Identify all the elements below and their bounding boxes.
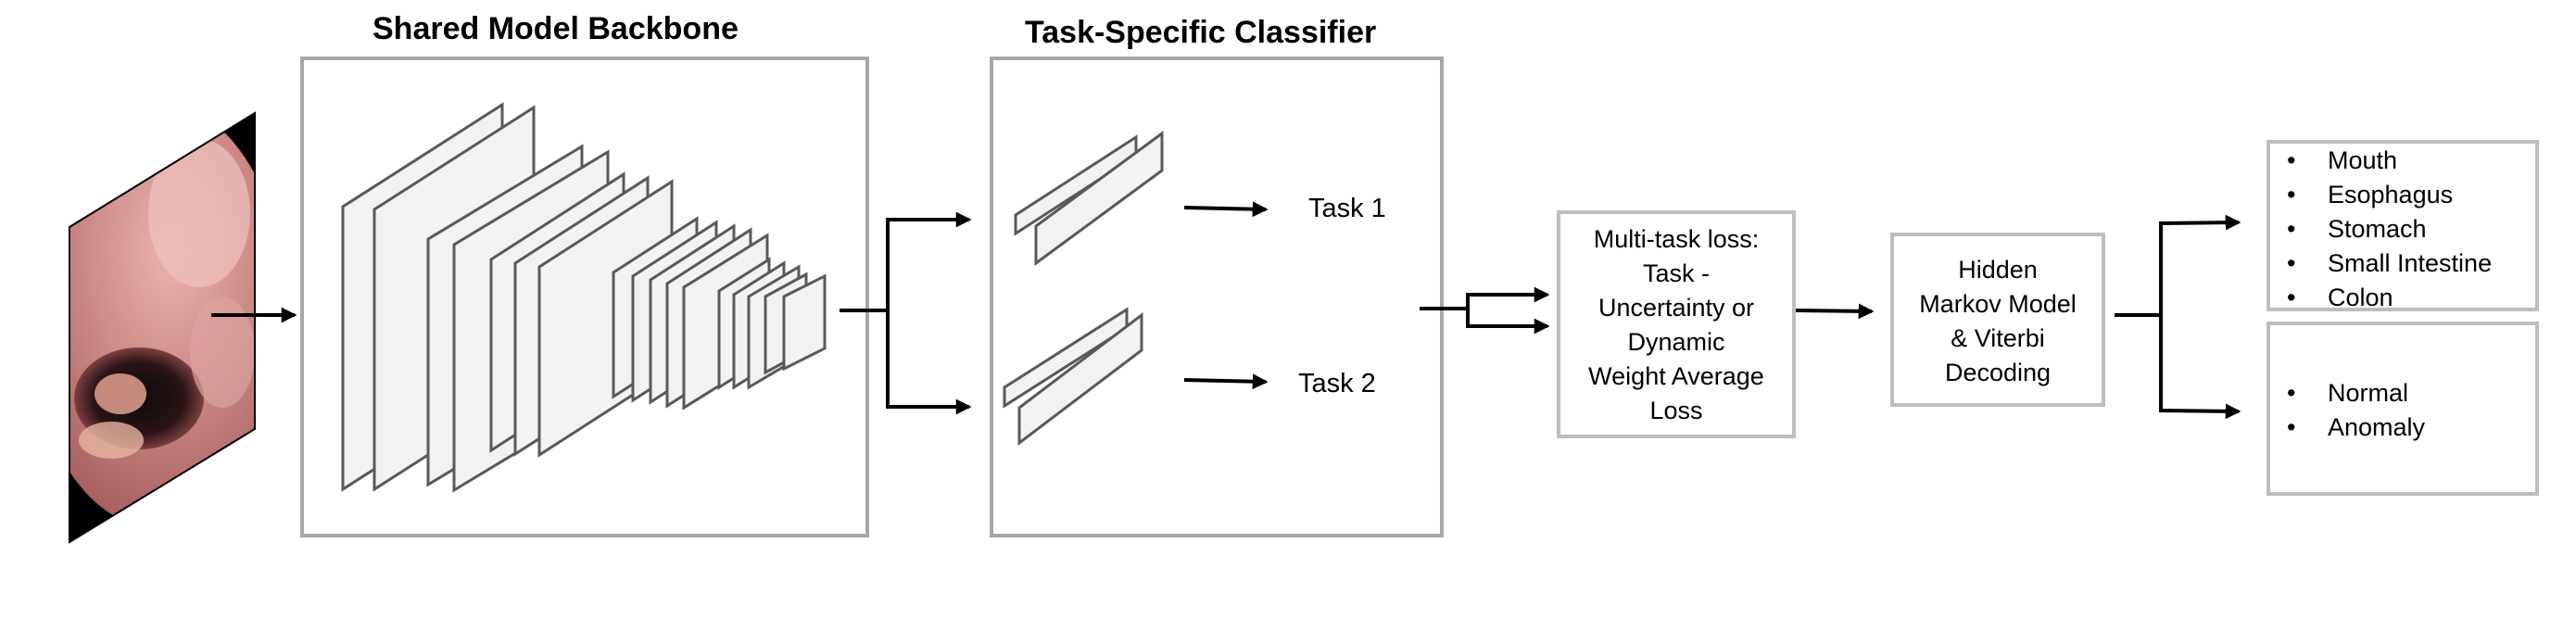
- arrow-branch-down: [886, 310, 972, 415]
- loss-line: Loss: [1649, 397, 1703, 424]
- anatomy-output-box: Mouth Esophagus Stomach Small Intestine …: [2267, 140, 2539, 315]
- multitask-loss-text: Multi-task loss: Task - Uncertainty or D…: [1560, 222, 1792, 428]
- arrow-to-anatomy: [2159, 214, 2241, 315]
- loss-line: Multi-task loss:: [1593, 225, 1760, 253]
- arrow-loss-bottom: [1466, 309, 1550, 335]
- anatomy-item: Esophagus: [2270, 178, 2492, 212]
- anatomy-list: Mouth Esophagus Stomach Small Intestine …: [2270, 144, 2492, 315]
- arrow-to-condition: [2159, 315, 2241, 420]
- arrow-task1: [1183, 201, 1269, 218]
- task2-label: Task 2: [1298, 369, 1376, 398]
- arrow-branch-up: [886, 211, 972, 310]
- hmm-line: Hidden: [1958, 256, 2038, 284]
- anatomy-item: Mouth: [2270, 144, 2492, 178]
- condition-item: Normal: [2270, 376, 2425, 411]
- classifier-frame: [990, 57, 1444, 537]
- condition-list: Normal Anomaly: [2270, 376, 2425, 445]
- hmm-line: Markov Model: [1919, 290, 2077, 318]
- input-endoscopy-image: [69, 111, 256, 544]
- backbone-layer: [782, 273, 827, 372]
- loss-line: Dynamic: [1627, 328, 1725, 356]
- classifier-layers: [1003, 131, 1164, 447]
- hmm-viterbi-box: Hidden Markov Model & Viterbi Decoding: [1890, 233, 2105, 407]
- anatomy-item: Small Intestine: [2270, 246, 2492, 281]
- loss-line: Task -: [1642, 259, 1710, 287]
- condition-output-box: Normal Anomaly: [2267, 322, 2539, 496]
- classifier-layer-task2: [1017, 311, 1143, 447]
- connectors: [211, 201, 2241, 420]
- hmm-viterbi-text: Hidden Markov Model & Viterbi Decoding: [1894, 253, 2102, 390]
- multitask-loss-box: Multi-task loss: Task - Uncertainty or D…: [1557, 210, 1796, 438]
- classifier-layer-task1: [1034, 131, 1164, 266]
- hmm-line: Decoding: [1944, 359, 2052, 386]
- backbone-title: Shared Model Backbone: [373, 11, 739, 46]
- arrow-loss-top: [1466, 286, 1550, 309]
- condition-item: Anomaly: [2270, 411, 2425, 445]
- anatomy-item: Colon: [2270, 281, 2492, 315]
- hmm-line: & Viterbi: [1951, 324, 2045, 352]
- backbone-layers: [341, 102, 827, 493]
- task1-label: Task 1: [1308, 194, 1386, 223]
- arrow-task2: [1183, 373, 1269, 390]
- loss-line: Weight Average: [1588, 362, 1764, 390]
- anatomy-item: Stomach: [2270, 212, 2492, 246]
- arrow-loss-to-hmm: [1795, 303, 1875, 320]
- loss-line: Uncertainty or: [1597, 294, 1755, 322]
- classifier-title: Task-Specific Classifier: [1025, 15, 1377, 50]
- backbone-frame: [300, 57, 869, 537]
